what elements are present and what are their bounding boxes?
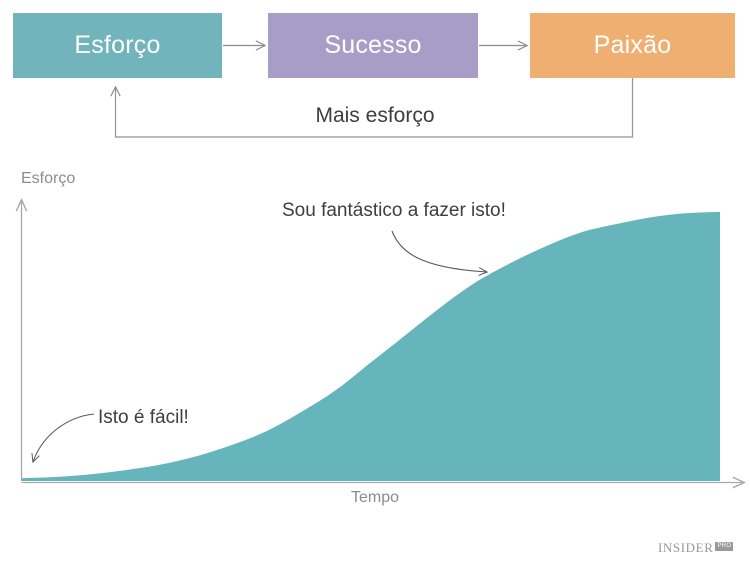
flow-box-paixao-label: Paixão	[593, 31, 672, 59]
annotation-leader-bottom	[33, 413, 95, 462]
watermark-wordmark: INSIDER	[658, 540, 714, 555]
arrow-feedback-loop	[116, 78, 634, 138]
chart-annotation-top: Sou fantástico a fazer isto!	[282, 200, 506, 221]
annotation-leader-top	[391, 230, 487, 272]
flow-box-paixao: Paixão	[530, 13, 735, 78]
chart-area-series	[22, 211, 720, 481]
flow-box-esforco: Esforço	[13, 13, 222, 78]
flow-box-sucesso: Sucesso	[268, 13, 478, 78]
chart-annotation-bottom: Isto é fácil!	[98, 407, 189, 428]
insider-pro-watermark: INSIDER PRO	[658, 540, 734, 555]
effort-over-time-area-chart	[0, 0, 750, 520]
flow-box-esforco-label: Esforço	[74, 31, 161, 59]
flow-box-sucesso-label: Sucesso	[324, 31, 422, 59]
chart-y-axis-label: Esforço	[21, 170, 76, 187]
feedback-loop-label: Mais esforço	[315, 104, 435, 127]
flow-arrows	[0, 0, 634, 138]
watermark-pro-badge: PRO	[715, 542, 734, 551]
chart-x-axis-label: Tempo	[350, 489, 400, 506]
